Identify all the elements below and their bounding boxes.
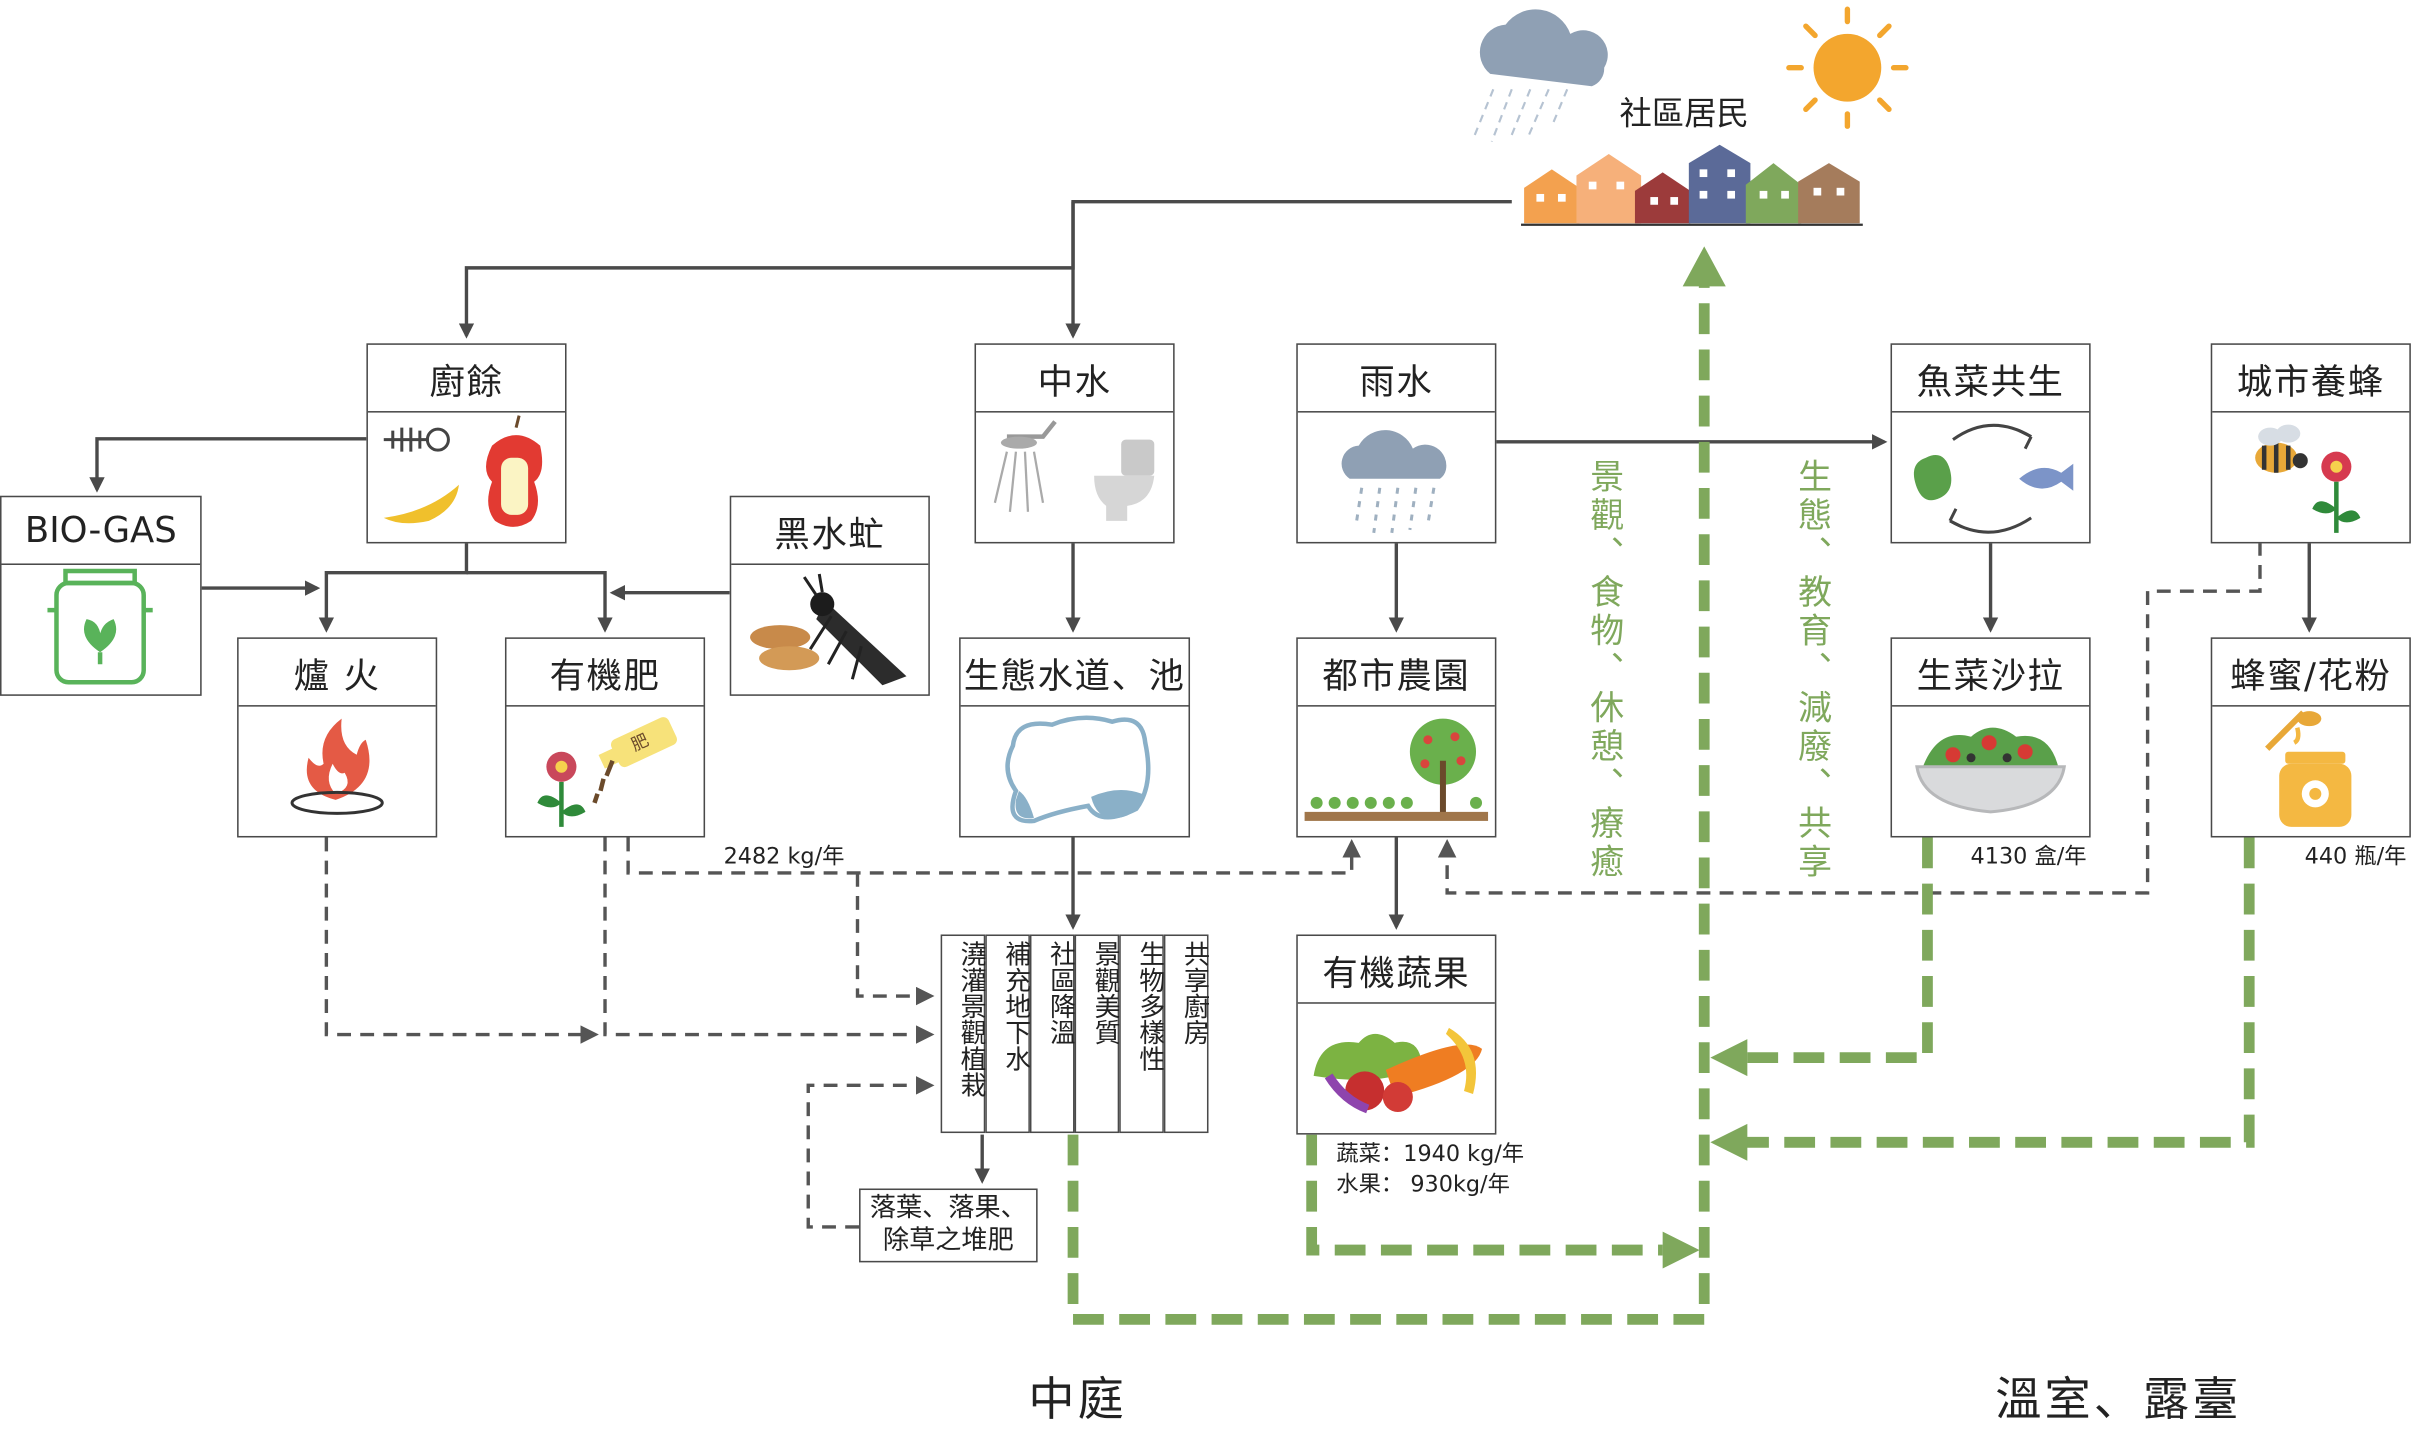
compost-box: 落葉、落果、 除草之堆肥 xyxy=(859,1188,1038,1263)
green-arrowheads xyxy=(1662,246,1748,1269)
kitchen-waste-box: 廚餘 xyxy=(366,343,567,544)
fertilizer-stat: 2482 kg/年 xyxy=(723,845,845,870)
salad-bowl-icon xyxy=(1892,707,2089,836)
garden-tree-icon xyxy=(1298,707,1495,836)
vegetables-icon xyxy=(1298,1004,1495,1133)
use-shared-kitchen: 共享廚房 xyxy=(1163,934,1209,1134)
vegetable-stat: 蔬菜：1940 kg/年 xyxy=(1336,1142,1525,1167)
benefits-right: 生態、教育、減廢、共享 xyxy=(1791,458,1831,883)
fruit-stat: 水果： 930kg/年 xyxy=(1336,1173,1510,1198)
use-cooling: 社區降溫 xyxy=(1029,934,1075,1134)
urban-farm-title: 都市農園 xyxy=(1297,639,1495,707)
pond-icon xyxy=(961,707,1189,836)
houses-icon xyxy=(1521,144,1863,226)
use-biodiversity: 生物多樣性 xyxy=(1119,934,1164,1134)
honey-pollen-title: 蜂蜜/花粉 xyxy=(2212,639,2410,707)
eco-waterway-title: 生態水道、池 xyxy=(960,639,1189,707)
urban-farm-box: 都市農園 xyxy=(1296,637,1497,838)
biogas-box: BIO-GAS xyxy=(0,495,202,696)
salad-box: 生菜沙拉 xyxy=(1890,637,2091,838)
fish-plant-cycle-icon xyxy=(1892,413,2089,542)
zone-greenhouse-terrace: 溫室、露臺 xyxy=(1995,1373,2242,1428)
kitchen-waste-title: 廚餘 xyxy=(367,345,565,413)
organic-produce-box: 有機蔬果 xyxy=(1296,934,1497,1135)
organic-fertilizer-title: 有機肥 xyxy=(506,639,704,707)
aquaponics-box: 魚菜共生 xyxy=(1890,343,2091,544)
biogas-title: BIO-GAS xyxy=(1,497,201,565)
organic-produce-title: 有機蔬果 xyxy=(1297,936,1495,1004)
use-groundwater: 補充地下水 xyxy=(985,934,1030,1134)
greywater-title: 中水 xyxy=(976,345,1174,413)
use-irrigation: 澆灌景觀植栽 xyxy=(940,934,986,1134)
dashed-flows xyxy=(324,541,2262,1229)
honey-jar-icon xyxy=(2212,707,2409,836)
sun-icon xyxy=(1786,6,1909,129)
zone-courtyard: 中庭 xyxy=(1028,1373,1127,1428)
black-soldier-fly-title: 黑水虻 xyxy=(731,497,929,565)
greywater-box: 中水 xyxy=(974,343,1175,544)
salad-stat: 4130 盒/年 xyxy=(1970,845,2087,870)
aquaponics-title: 魚菜共生 xyxy=(1892,345,2090,413)
rain-cloud-icon xyxy=(1472,9,1608,143)
benefits-left: 景觀、食物、休憩、療癒 xyxy=(1584,458,1623,883)
compost-line1: 落葉、落果、 xyxy=(869,1193,1027,1224)
shower-toilet-icon xyxy=(976,413,1173,542)
rainwater-title: 雨水 xyxy=(1297,345,1495,413)
compost-line2: 除草之堆肥 xyxy=(882,1225,1014,1257)
bee-flower-icon xyxy=(2212,413,2409,542)
honey-pollen-box: 蜂蜜/花粉 xyxy=(2210,637,2411,838)
eco-waterway-box: 生態水道、池 xyxy=(959,637,1191,838)
rain-icon xyxy=(1298,413,1495,542)
food-scraps-icon xyxy=(368,413,565,542)
salad-title: 生菜沙拉 xyxy=(1892,639,2090,707)
stove-title: 爐 火 xyxy=(238,639,436,707)
use-landscape: 景觀美質 xyxy=(1074,934,1120,1134)
urban-beekeeping-box: 城市養蜂 xyxy=(2210,343,2411,544)
urban-beekeeping-title: 城市養蜂 xyxy=(2212,345,2410,413)
soldier-fly-icon xyxy=(731,565,928,694)
solid-flows xyxy=(89,199,2317,1184)
stove-box: 爐 火 xyxy=(237,637,438,838)
rainwater-box: 雨水 xyxy=(1296,343,1497,544)
honey-stat: 440 瓶/年 xyxy=(2304,845,2407,870)
community-label: 社區居民 xyxy=(1619,95,1749,133)
fire-icon xyxy=(239,707,436,836)
organic-fertilizer-box: 有機肥 xyxy=(504,637,706,838)
biogas-tank-icon xyxy=(2,565,201,694)
black-soldier-fly-box: 黑水虻 xyxy=(729,495,930,696)
fertilizer-flower-icon xyxy=(506,707,703,836)
